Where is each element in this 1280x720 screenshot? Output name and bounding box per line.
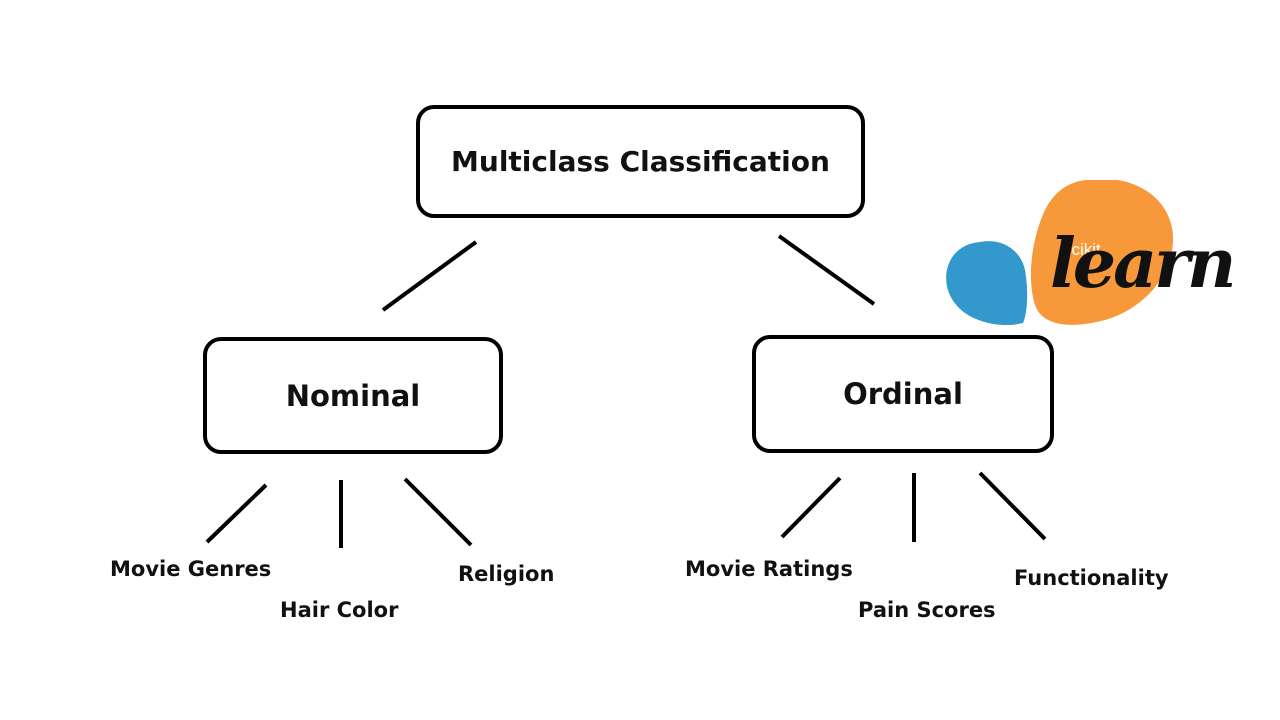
logo-blue-blob <box>946 241 1028 326</box>
edge-nominal-movie-genres <box>205 483 268 544</box>
nominal-label: Nominal <box>285 378 421 413</box>
nominal-node: Nominal <box>203 337 503 454</box>
edge-ordinal-movie-ratings <box>780 476 842 539</box>
edge-ordinal-functionality <box>978 471 1047 541</box>
logo-large-text: learn <box>1050 224 1236 304</box>
logo-orange-blob <box>1030 180 1174 325</box>
scikit-learn-logo-shapes <box>946 180 1174 326</box>
root-node: Multiclass Classification <box>416 105 865 218</box>
ordinal-label: Ordinal <box>843 377 963 411</box>
root-label: Multiclass Classification <box>451 145 830 178</box>
leaf-movie-genres: Movie Genres <box>110 557 272 581</box>
leaf-functionality: Functionality <box>1014 566 1169 590</box>
leaf-religion: Religion <box>458 562 555 586</box>
edge-root-ordinal <box>777 234 876 306</box>
leaf-pain-scores: Pain Scores <box>858 598 996 622</box>
edge-nominal-religion <box>403 477 473 547</box>
edge-root-nominal <box>381 240 478 312</box>
leaf-movie-ratings: Movie Ratings <box>685 557 853 581</box>
logo-small-text: scikit <box>1063 240 1101 259</box>
leaf-hair-color: Hair Color <box>280 598 399 622</box>
ordinal-node: Ordinal <box>752 335 1054 453</box>
